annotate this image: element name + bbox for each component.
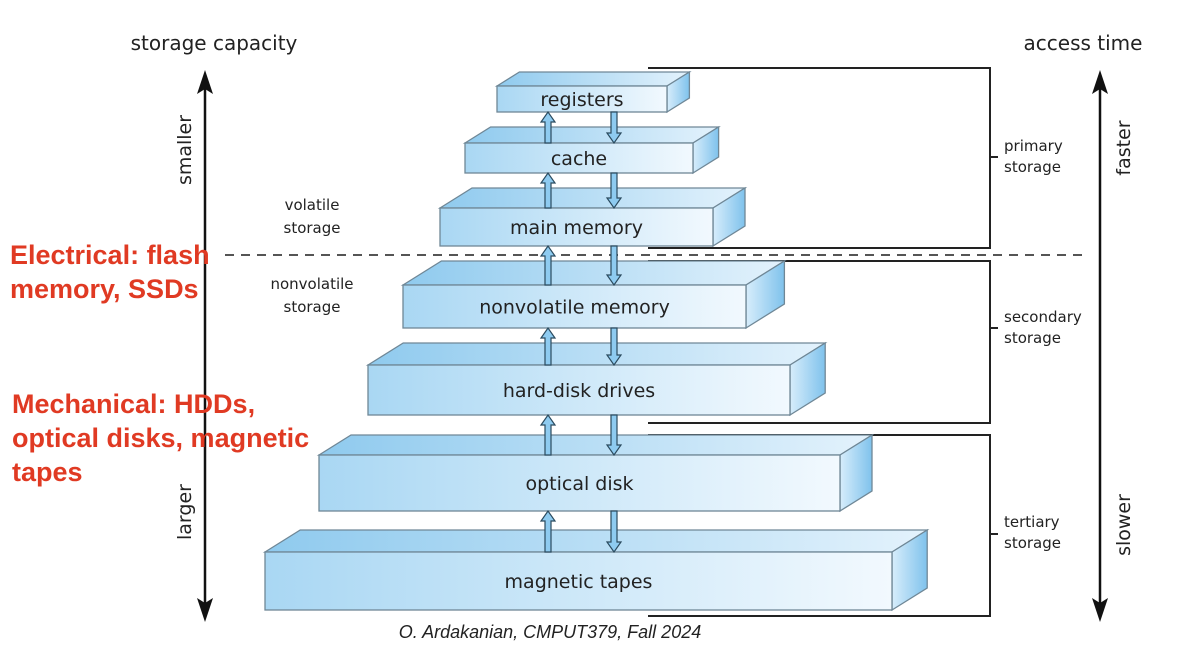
volatile-label-line2: storage: [284, 219, 341, 237]
nonvolatile-label-line1: nonvolatile: [270, 275, 353, 293]
up-arrow-icon: [539, 509, 557, 553]
box-front-face: [318, 454, 841, 512]
level-label: hard-disk drives: [503, 380, 655, 402]
down-arrow-icon: [605, 172, 623, 210]
box-top-face: [262, 529, 930, 553]
credit-footer: O. Ardakanian, CMPUT379, Fall 2024: [398, 622, 702, 642]
box-front-face: [402, 284, 747, 329]
left-axis-top-label: smaller: [174, 115, 196, 185]
box-top-face: [462, 126, 721, 144]
mechanical-annotation: Mechanical: HDDs, optical disks, magneti…: [12, 387, 309, 489]
level-label: magnetic tapes: [505, 571, 653, 593]
box-front-face: [496, 85, 668, 113]
box-top-face: [437, 187, 748, 209]
box-top-face: [316, 434, 875, 456]
volatile-label-line1: volatile: [285, 196, 340, 214]
right-axis-up-arrow-icon: [1092, 70, 1108, 94]
box-top-face: [400, 260, 787, 286]
box-top-face: [494, 71, 692, 87]
up-arrow-icon: [539, 171, 557, 209]
level-label: optical disk: [525, 473, 633, 495]
mechanical-annotation-line1: Mechanical: HDDs,: [12, 389, 256, 419]
up-arrow-icon: [539, 413, 557, 456]
secondary-storage-label-1: secondary: [1004, 308, 1082, 326]
hierarchy-levels: registers cache main memory nonvolatile mem…: [262, 70, 930, 612]
right-axis-top-label: faster: [1113, 120, 1135, 175]
mechanical-annotation-line3: tapes: [12, 457, 83, 487]
level-box-registers: registers: [494, 70, 692, 114]
up-arrow-icon: [539, 326, 557, 366]
box-front-face: [264, 551, 893, 611]
level-label: cache: [551, 148, 607, 170]
mechanical-annotation-line2: optical disks, magnetic: [12, 423, 310, 453]
level-box-nonvolatile-memory: nonvolatile memory: [400, 259, 787, 330]
tertiary-storage-label-2: storage: [1004, 534, 1061, 552]
right-axis-bottom-label: slower: [1113, 494, 1135, 556]
secondary-bracket: [648, 260, 991, 424]
level-label: main memory: [510, 217, 643, 239]
up-arrow-icon: [539, 244, 557, 286]
primary-storage-label-2: storage: [1004, 158, 1061, 176]
right-axis-title: access time: [1024, 31, 1143, 55]
electrical-annotation-line1: Electrical: flash: [10, 240, 210, 270]
level-box-cache: cache: [462, 125, 721, 175]
transfer-arrows: [539, 110, 623, 554]
electrical-annotation-line2: memory, SSDs: [10, 274, 199, 304]
level-box-hard-disk-drives: hard-disk drives: [365, 341, 828, 417]
secondary-storage-label-2: storage: [1004, 329, 1061, 347]
box-front-face: [367, 364, 791, 416]
box-front-face: [464, 142, 694, 174]
left-axis-bottom-label: larger: [174, 484, 196, 540]
tertiary-storage-label-1: tertiary: [1004, 513, 1060, 531]
level-box-main-memory: main memory: [437, 186, 748, 248]
level-label: registers: [540, 89, 623, 111]
primary-storage-label-1: primary: [1004, 137, 1063, 155]
electrical-annotation: Electrical: flash memory, SSDs: [10, 238, 210, 306]
up-arrow-icon: [539, 110, 557, 144]
level-label: nonvolatile memory: [479, 297, 670, 319]
box-top-face: [365, 342, 828, 366]
nonvolatile-label-line2: storage: [284, 298, 341, 316]
left-axis-up-arrow-icon: [197, 70, 213, 94]
down-arrow-icon: [605, 510, 623, 554]
down-arrow-icon: [605, 111, 623, 145]
level-box-optical-disk: optical disk: [316, 433, 875, 513]
level-box-magnetic-tapes: magnetic tapes: [262, 528, 930, 612]
down-arrow-icon: [605, 414, 623, 457]
left-axis-down-arrow-icon: [197, 598, 213, 622]
right-axis-down-arrow-icon: [1092, 598, 1108, 622]
left-axis-title: storage capacity: [131, 31, 298, 55]
down-arrow-icon: [605, 327, 623, 367]
box-front-face: [439, 207, 714, 247]
down-arrow-icon: [605, 245, 623, 287]
